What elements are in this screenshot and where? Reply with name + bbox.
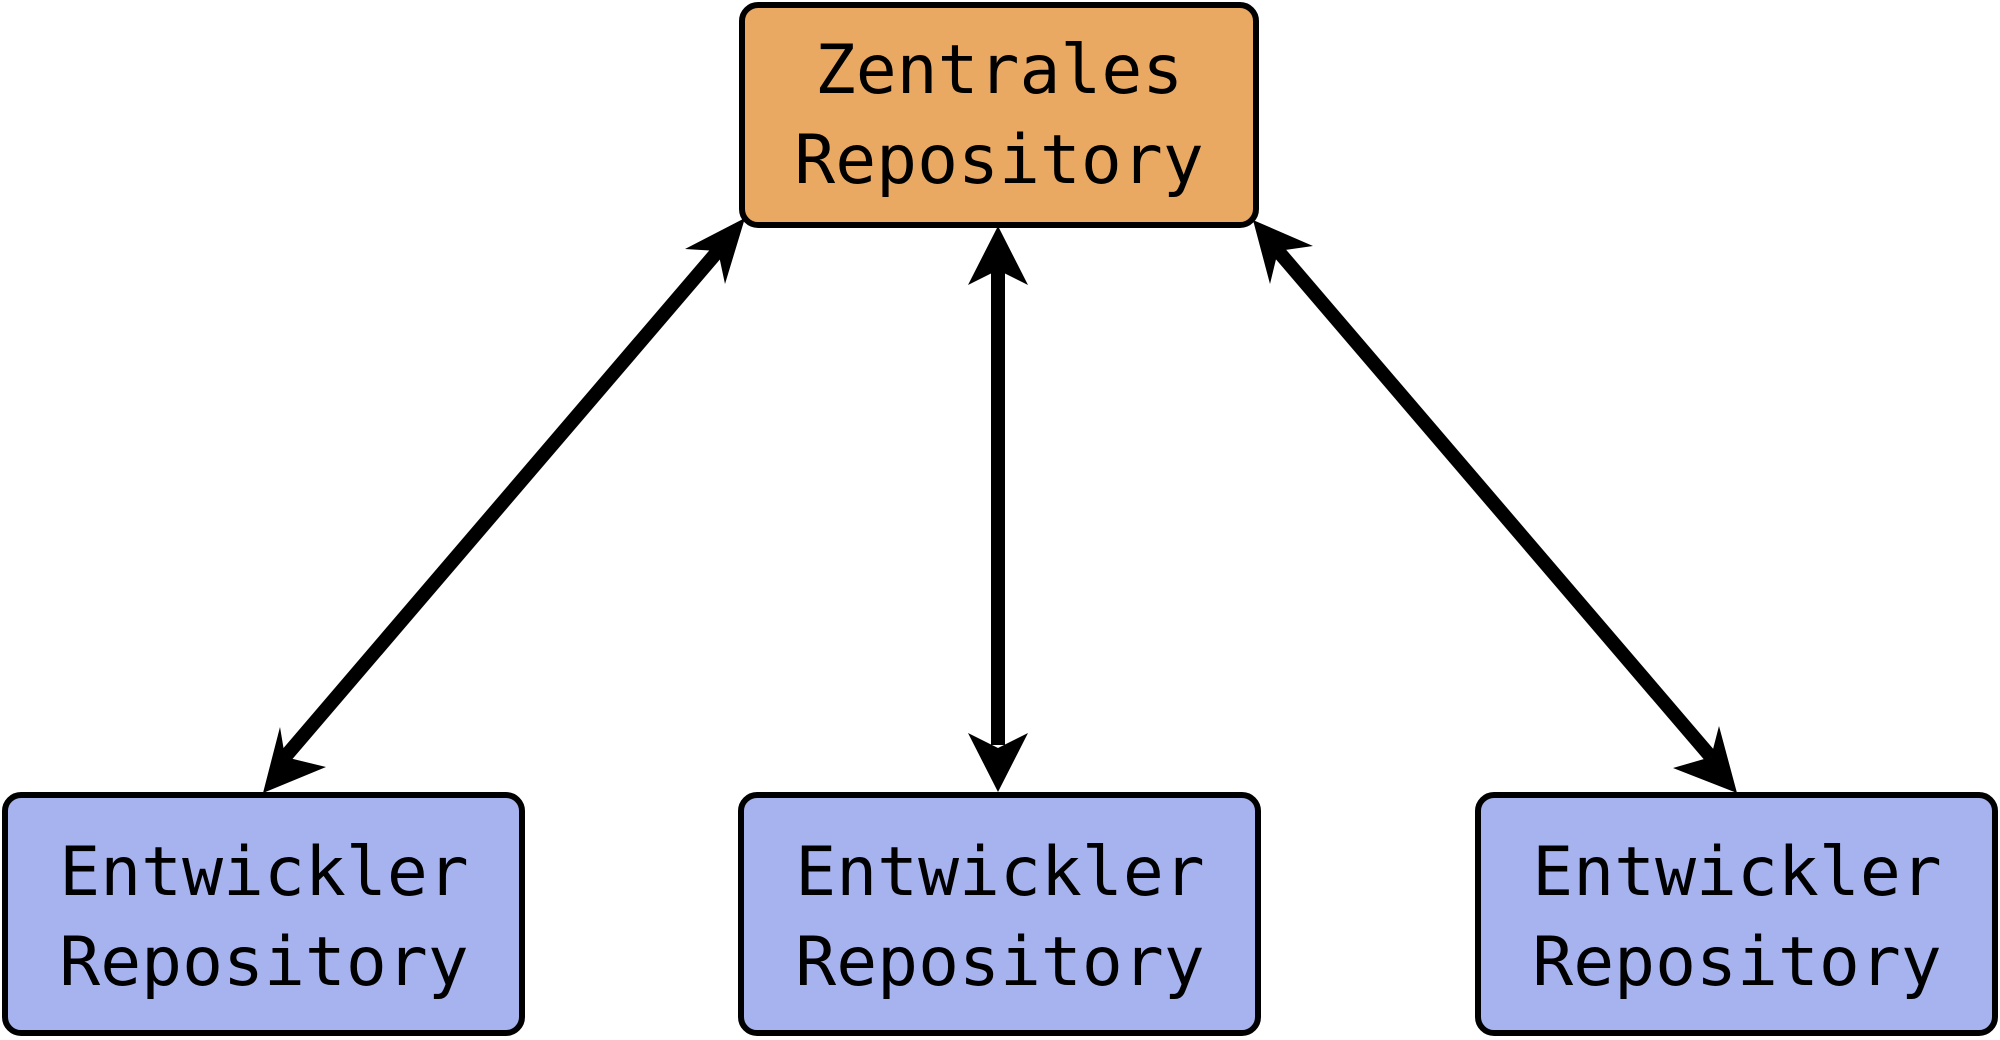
developer-repository-box <box>738 792 1261 1036</box>
central-repository-label-line2: Repository <box>794 121 1203 200</box>
developer-repository-label-line1: Entwickler <box>1532 833 1941 912</box>
connector-left-shaft <box>279 246 724 762</box>
connector-middle <box>968 226 1028 792</box>
connector-right <box>1253 220 1737 793</box>
central-repository-node: Zentrales Repository <box>739 2 1259 228</box>
developer-repository-box <box>1475 792 1998 1036</box>
central-repository-label-line1: Zentrales <box>815 31 1183 110</box>
developer-repository-node-2: Entwickler Repository <box>738 792 1261 1036</box>
developer-repository-box <box>2 792 525 1036</box>
developer-repository-node-1: Entwickler Repository <box>2 792 525 1036</box>
developer-repository-label-line1: Entwickler <box>59 833 468 912</box>
arrow-head-right-bottom <box>1673 726 1737 793</box>
arrow-head-left-bottom <box>263 727 326 793</box>
developer-repository-node-3: Entwickler Repository <box>1475 792 1998 1036</box>
developer-repository-label-line2: Repository <box>59 923 468 1002</box>
developer-repository-label-line2: Repository <box>1532 923 1941 1002</box>
developer-repository-label-line2: Repository <box>795 923 1204 1002</box>
arrow-head-right-top <box>1253 220 1313 284</box>
connector-left <box>263 218 745 793</box>
arrow-head-middle-bottom <box>968 733 1028 792</box>
connector-right-shaft <box>1272 246 1717 762</box>
developer-repository-label-line1: Entwickler <box>795 833 1204 912</box>
central-repository-box <box>739 2 1259 228</box>
arrow-head-middle-top <box>968 226 1028 285</box>
arrow-head-left-top <box>685 218 745 284</box>
